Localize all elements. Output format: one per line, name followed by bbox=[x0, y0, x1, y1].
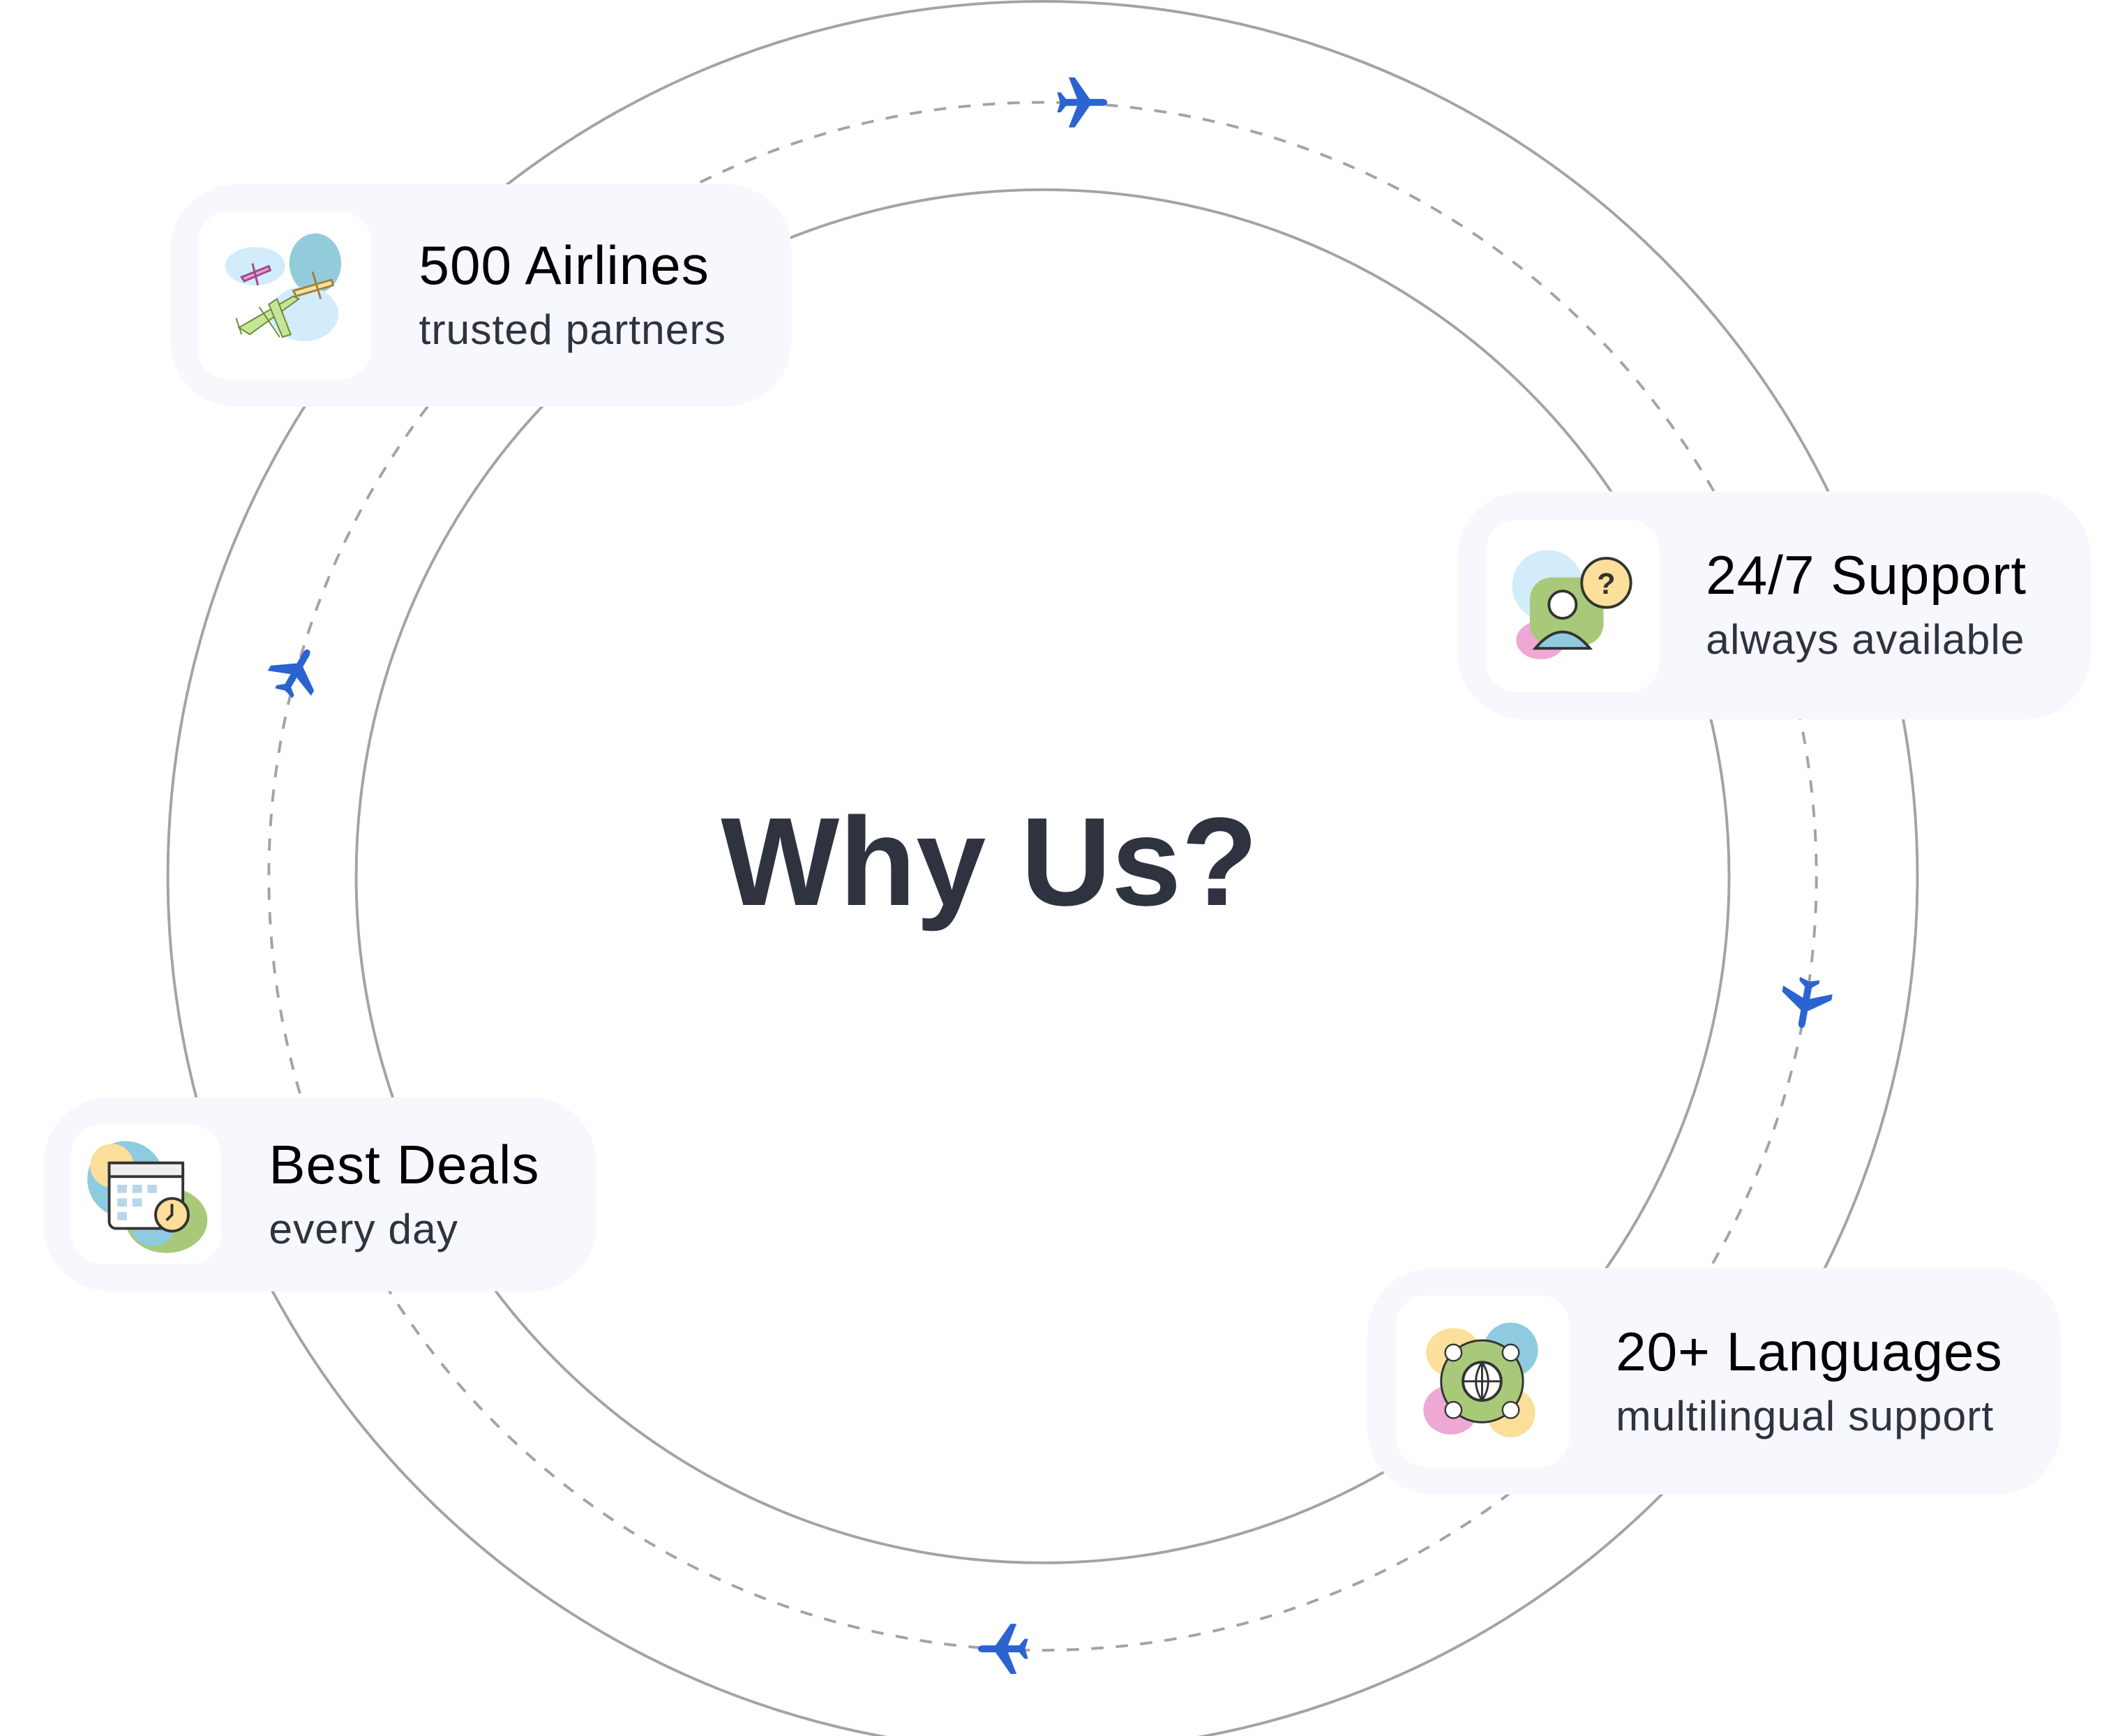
feature-subtext: every day bbox=[269, 1205, 459, 1253]
airplane-icon bbox=[267, 649, 315, 698]
airplane-icon bbox=[1782, 976, 1833, 1028]
support-agent-icon: ? bbox=[1486, 520, 1660, 692]
feature-card-languages: 20+ Languages multilingual support bbox=[1367, 1268, 2061, 1495]
svg-text:?: ? bbox=[1597, 567, 1615, 601]
inner-ring bbox=[354, 188, 1731, 1564]
feature-card-support: ? 24/7 Support always available bbox=[1457, 491, 2091, 719]
airplane-icon bbox=[1057, 77, 1108, 128]
outer-ring bbox=[167, 0, 1919, 1736]
feature-subtext: always available bbox=[1706, 615, 2025, 664]
feature-heading: 500 Airlines bbox=[419, 236, 709, 297]
feature-card-airlines: 500 Airlines trusted partners bbox=[170, 184, 792, 407]
feature-heading: Best Deals bbox=[269, 1135, 540, 1196]
feature-heading: 20+ Languages bbox=[1616, 1322, 2003, 1383]
globe-people-icon bbox=[1396, 1295, 1570, 1467]
feature-card-deals: Best Deals every day bbox=[43, 1097, 596, 1292]
feature-heading: 24/7 Support bbox=[1706, 546, 2027, 606]
feature-subtext: multilingual support bbox=[1616, 1392, 1995, 1440]
feature-subtext: trusted partners bbox=[419, 306, 726, 354]
airplane-icon bbox=[977, 1624, 1028, 1674]
page-title: Why Us? bbox=[721, 793, 1259, 933]
dashed-orbit bbox=[267, 100, 1818, 1652]
calendar-clock-icon bbox=[70, 1124, 221, 1264]
airplanes-icon bbox=[197, 211, 372, 380]
